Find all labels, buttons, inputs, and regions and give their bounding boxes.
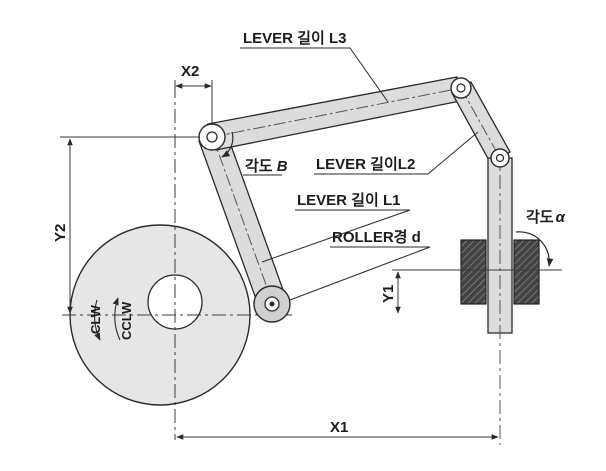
rotation-arrows bbox=[94, 297, 121, 341]
guide-blocks bbox=[460, 239, 540, 305]
dim-y1: Y1 bbox=[380, 285, 397, 303]
leader-lines bbox=[240, 47, 479, 301]
roller bbox=[253, 285, 291, 323]
guide-block-left bbox=[460, 239, 487, 305]
rotation-clw: CLW bbox=[88, 304, 103, 334]
slider-rod bbox=[487, 150, 513, 445]
angle-a-arc bbox=[515, 231, 554, 267]
rotation-cclw: CCLW bbox=[119, 301, 134, 340]
lever-l3 bbox=[207, 76, 466, 151]
angle-b-arc bbox=[221, 131, 234, 158]
dim-x1: X1 bbox=[330, 419, 348, 436]
slider-joint bbox=[490, 148, 510, 168]
roller-d-label: ROLLER경 d bbox=[332, 228, 421, 246]
angle-a-word: 각도 bbox=[526, 208, 554, 226]
guide-block-right bbox=[513, 239, 540, 305]
dim-x2: X2 bbox=[181, 63, 199, 80]
angle-b-symbol: B bbox=[277, 158, 288, 175]
top-joint bbox=[450, 77, 472, 99]
disc-center-lines bbox=[62, 84, 292, 440]
dimension-lines bbox=[60, 80, 562, 440]
upper-pivot bbox=[198, 123, 226, 151]
dim-y2: Y2 bbox=[52, 224, 69, 242]
angle-b-word: 각도 bbox=[245, 157, 277, 175]
angle-a-symbol: α bbox=[556, 209, 566, 226]
lever-l1-label: LEVER 길이 L1 bbox=[297, 192, 400, 209]
lever-l2-label: LEVER 길이L2 bbox=[316, 156, 415, 173]
lever-l3-label: LEVER 길이 L3 bbox=[243, 30, 346, 47]
angle-b-label: 각도 B bbox=[245, 157, 288, 175]
